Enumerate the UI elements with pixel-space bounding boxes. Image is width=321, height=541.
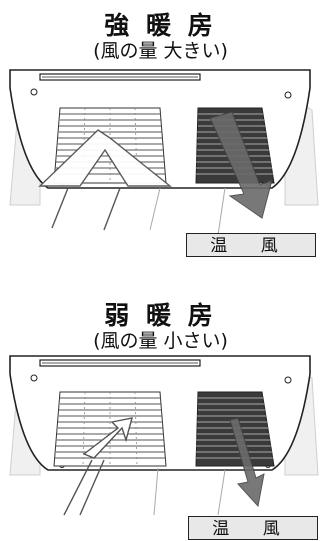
- weak-heating-subtitle: (風の量 小さい): [93, 330, 228, 352]
- outlet-airflow-arrow: [229, 417, 265, 508]
- weak-heating-panel: 弱 暖 房 (風の量 小さい): [0, 270, 321, 540]
- weak-heating-title: 弱 暖 房: [104, 301, 217, 330]
- screw: [30, 88, 38, 96]
- strong-heating-subtitle: (風の量 大きい): [93, 40, 228, 62]
- screw: [284, 376, 292, 384]
- screw: [284, 91, 292, 99]
- strong-warm-air-label: 温 風: [186, 233, 316, 257]
- outlet-airflow-arrow: [209, 111, 273, 219]
- screw: [30, 374, 38, 382]
- strong-heater-diagram: [9, 69, 319, 236]
- intake-grille: [53, 391, 167, 467]
- strong-heating-title: 強 暖 房: [104, 11, 217, 40]
- strong-heating-panel: 強 暖 房 (風の量 大きい): [0, 0, 321, 270]
- weak-warm-air-label: 温 風: [188, 516, 318, 540]
- weak-heater-diagram: [9, 355, 319, 516]
- intake-airflow-arrow: [38, 129, 172, 231]
- intake-airflow-arrow: [63, 417, 159, 516]
